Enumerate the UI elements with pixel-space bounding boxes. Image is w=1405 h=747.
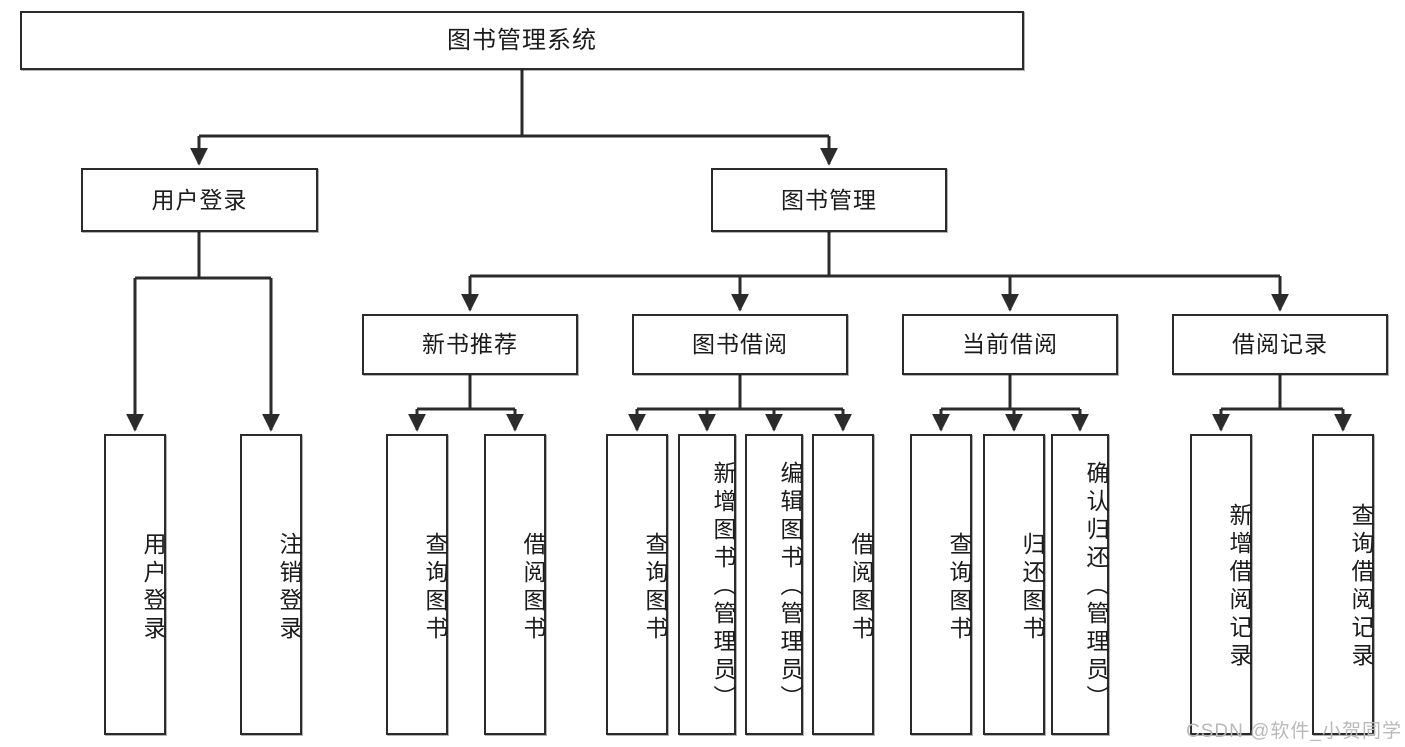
node-leaf-confirm-return-admin[interactable]: 确认归还（管理员）: [1051, 434, 1109, 735]
node-book-manage[interactable]: 图书管理: [711, 168, 947, 232]
node-leaf-logout[interactable]: 注销登录: [240, 434, 302, 735]
node-root-system[interactable]: 图书管理系统: [20, 11, 1024, 70]
node-current-borrow[interactable]: 当前借阅: [902, 314, 1118, 375]
node-leaf-query-book-b[interactable]: 查询图书: [606, 434, 668, 735]
node-leaf-query-borrow-record[interactable]: 查询借阅记录: [1312, 434, 1374, 735]
node-leaf-user-login[interactable]: 用户登录: [104, 434, 166, 735]
node-new-book-recommend[interactable]: 新书推荐: [362, 314, 578, 375]
node-leaf-add-borrow-record[interactable]: 新增借阅记录: [1190, 434, 1252, 735]
node-leaf-edit-book-admin[interactable]: 编辑图书（管理员）: [745, 434, 803, 735]
node-leaf-query-book-c[interactable]: 查询图书: [910, 434, 972, 735]
csdn-watermark: CSDN @软件_小贺同学: [1186, 721, 1402, 742]
node-leaf-return-book[interactable]: 归还图书: [983, 434, 1045, 735]
node-user-login[interactable]: 用户登录: [81, 168, 318, 232]
node-leaf-borrow-book-b[interactable]: 借阅图书: [812, 434, 874, 735]
node-leaf-add-book-admin[interactable]: 新增图书（管理员）: [678, 434, 736, 735]
node-leaf-borrow-book-a[interactable]: 借阅图书: [484, 434, 546, 735]
node-borrow-record[interactable]: 借阅记录: [1172, 314, 1388, 375]
node-book-borrow[interactable]: 图书借阅: [632, 314, 848, 375]
node-leaf-query-book-a[interactable]: 查询图书: [386, 434, 448, 735]
